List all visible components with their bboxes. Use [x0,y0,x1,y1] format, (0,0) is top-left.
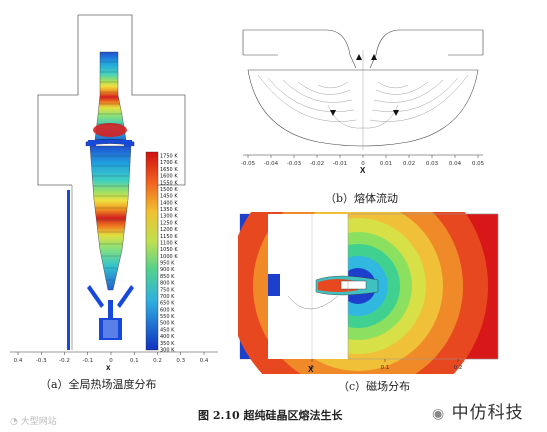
panel-b-tick-label: 0.04 [449,161,462,167]
colorbar-label: 1100 K [160,240,178,246]
panel-b-tick-label: -0.02 [310,161,324,167]
flow-arrows [330,54,399,116]
melt-surface [287,295,339,310]
panel-a-tick-label: 0.3 [176,358,185,364]
colorbar-label: 800 K [160,281,175,287]
colorbar-label: 1300 K [160,214,178,220]
panel-c-tick-label: 0.2 [454,365,463,371]
panel-c-x-ticks: 0 0.1 0.2 [310,359,462,371]
panel-c-x-label: X [308,365,314,374]
panel-a-tick-label: 0.4 [14,358,23,364]
colorbar-label: 550 K [160,314,175,320]
panel-b-x-label: X [360,166,366,175]
panel-b-tick-label: -0.03 [287,161,302,167]
colorbar-label: 500 K [160,321,175,327]
colorbar-label: 600 K [160,307,175,313]
colorbar-label: 1450 K [160,194,178,200]
colorbar-label: 400 K [160,334,175,340]
colorbar-label: 1150 K [160,234,178,240]
colorbar-label: 650 K [160,301,175,307]
colorbar [145,151,159,351]
colorbar-label: 900 K [160,267,175,273]
panel-c-caption: （c）磁场分布 [338,380,411,393]
panel-c-magnetic-field: 0 0.1 0.2 X [238,212,499,374]
colorbar-label: 1000 K [160,254,178,260]
melt-zone [93,123,127,137]
weibo-icon: ◔ [10,417,18,427]
panel-a-x-label: x [106,363,111,372]
colorbar-label: 1550 K [160,180,178,186]
colorbar-label: 1750 K [160,154,178,160]
colorbar-label: 950 K [160,261,175,267]
panel-a-tick-label: -0.3 [36,358,47,364]
colorbar-label: 1050 K [160,247,178,253]
panel-c-tick-label: 0 [310,365,314,371]
colorbar-label: 1350 K [160,207,178,213]
panel-b-caption: （b）熔体流动 [325,192,399,205]
panel-b-tick-label: 0 [361,161,365,167]
colorbar-label: 1650 K [160,167,178,173]
panel-b-tick-label: -0.04 [264,161,279,167]
chamber-outline [37,14,186,186]
colorbar-label: 300 K [160,348,175,354]
colorbar-label: 750 K [160,287,175,293]
isotherms [91,61,130,281]
panel-a-tick-label: 0.4 [200,358,209,364]
watermark-left: ◔ 大型网站 [10,417,57,427]
panel-b-tick-label: 0.01 [380,161,392,167]
panel-c-tick-label: 0.1 [381,365,390,371]
panel-b-tick-label: -0.01 [333,161,347,167]
panel-a-tick-label: 0.2 [153,358,162,364]
panel-a-tick-label: -0.2 [59,358,70,364]
panel-a-tick-label: -0.1 [82,358,93,364]
colorbar-label: 700 K [160,294,175,300]
panel-b-melt-flow: -0.05 -0.04 -0.03 -0.02 -0.01 0 0.01 0.02 0.03 0.… [241,29,485,175]
colorbar-label: 450 K [160,327,175,333]
streamlines [257,74,469,129]
brand-watermark: ◉ 中仿科技 [432,403,524,423]
panel-a-caption: （a）全局热场温度分布 [40,378,157,391]
colorbar-label: 850 K [160,274,175,280]
panel-a-tick-label: 0.1 [130,358,139,364]
colorbar-label: 350 K [160,341,175,347]
panel-b-x-ticks: -0.05 -0.04 -0.03 -0.02 -0.01 0 0.01 0.02 0.03 0.… [241,155,485,167]
panel-b-tick-label: 0.03 [426,161,439,167]
panel-a-tick-label: 0 [109,358,113,364]
colorbar-label: 1600 K [160,174,178,180]
grown-crystal [89,145,132,291]
panel-b-tick-label: 0.05 [472,161,485,167]
panel-b-tick-label: 0.02 [403,161,415,167]
panel-b-tick-label: -0.05 [241,161,256,167]
figure-caption: 图 2.10 超纯硅晶区熔法生长 [198,409,343,422]
colorbar-label: 1250 K [160,220,178,226]
colorbar-label: 1500 K [160,187,178,193]
colorbar-label: 1400 K [160,200,178,206]
colorbar-label: 1700 K [160,160,178,166]
colorbar-label: 1200 K [160,227,178,233]
wechat-icon: ◉ [432,406,446,422]
flow-boundary [242,29,484,147]
panel-a-x-ticks: 0.4 -0.3 -0.2 -0.1 0 0.1 0.2 0.3 0.4 [14,352,209,364]
